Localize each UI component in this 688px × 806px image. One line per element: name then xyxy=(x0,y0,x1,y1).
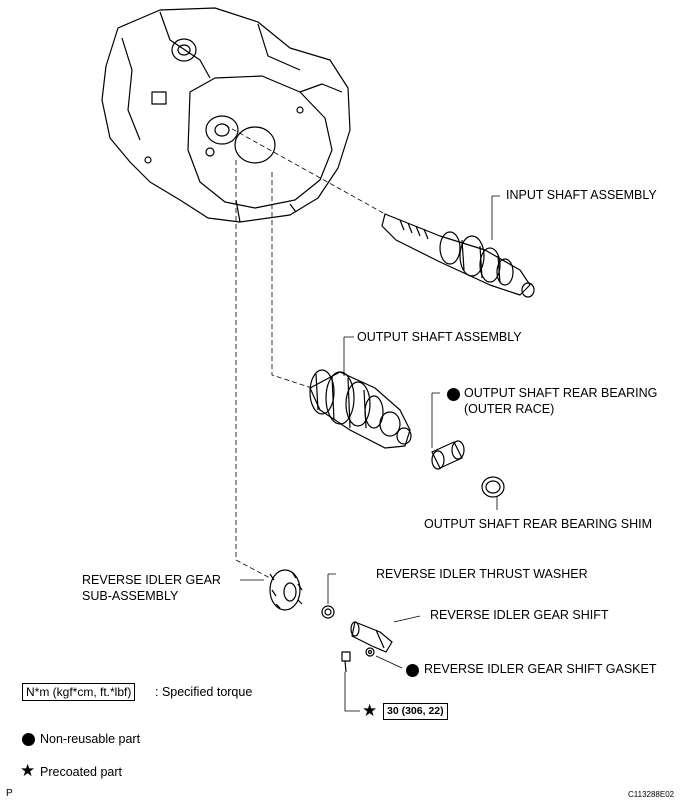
label-idler-gear-line2: SUB-ASSEMBLY xyxy=(82,589,179,603)
thrust-washer-drawing xyxy=(321,605,335,619)
rear-bearing-race-drawing xyxy=(431,440,465,470)
figure-code: C113288E02 xyxy=(628,790,675,799)
idler-gear-drawing xyxy=(269,569,303,611)
label-thrust-washer: REVERSE IDLER THRUST WASHER xyxy=(376,567,588,581)
label-output-shaft: OUTPUT SHAFT ASSEMBLY xyxy=(357,330,522,344)
transaxle-case xyxy=(101,7,351,223)
bolt-drawing xyxy=(341,647,375,673)
legend-torque-text: : Specified torque xyxy=(155,685,253,699)
non-reusable-icon xyxy=(447,388,460,401)
rear-shim-drawing xyxy=(481,476,505,498)
label-rear-bearing-line2: (OUTER RACE) xyxy=(464,402,555,416)
label-idler-gear-line1: REVERSE IDLER GEAR xyxy=(82,573,221,587)
legend-precoated-text: Precoated part xyxy=(40,765,122,779)
legend-non-reusable-icon xyxy=(22,733,35,746)
legend-non-reusable-text: Non-reusable part xyxy=(40,732,141,746)
torque-value-box: 30 (306, 22) xyxy=(383,703,448,720)
output-shaft-drawing xyxy=(309,369,412,449)
legend-torque-box: N*m (kgf*cm, ft.*lbf) xyxy=(22,683,136,701)
precoated-star-icon: ★ xyxy=(362,701,378,721)
legend-precoated-star-icon: ★ xyxy=(20,761,36,781)
label-idler-shaft: REVERSE IDLER GEAR SHIFT xyxy=(430,608,609,622)
label-rear-bearing-line1: OUTPUT SHAFT REAR BEARING xyxy=(464,386,658,400)
non-reusable-icon xyxy=(406,664,419,677)
label-input-shaft: INPUT SHAFT ASSEMBLY xyxy=(506,188,657,202)
input-shaft-drawing xyxy=(381,213,535,298)
label-shaft-gasket: REVERSE IDLER GEAR SHIFT GASKET xyxy=(424,662,657,676)
idler-shaft-drawing xyxy=(350,621,393,653)
label-rear-shim: OUTPUT SHAFT REAR BEARING SHIM xyxy=(424,517,653,531)
corner-mark: P xyxy=(6,788,13,799)
